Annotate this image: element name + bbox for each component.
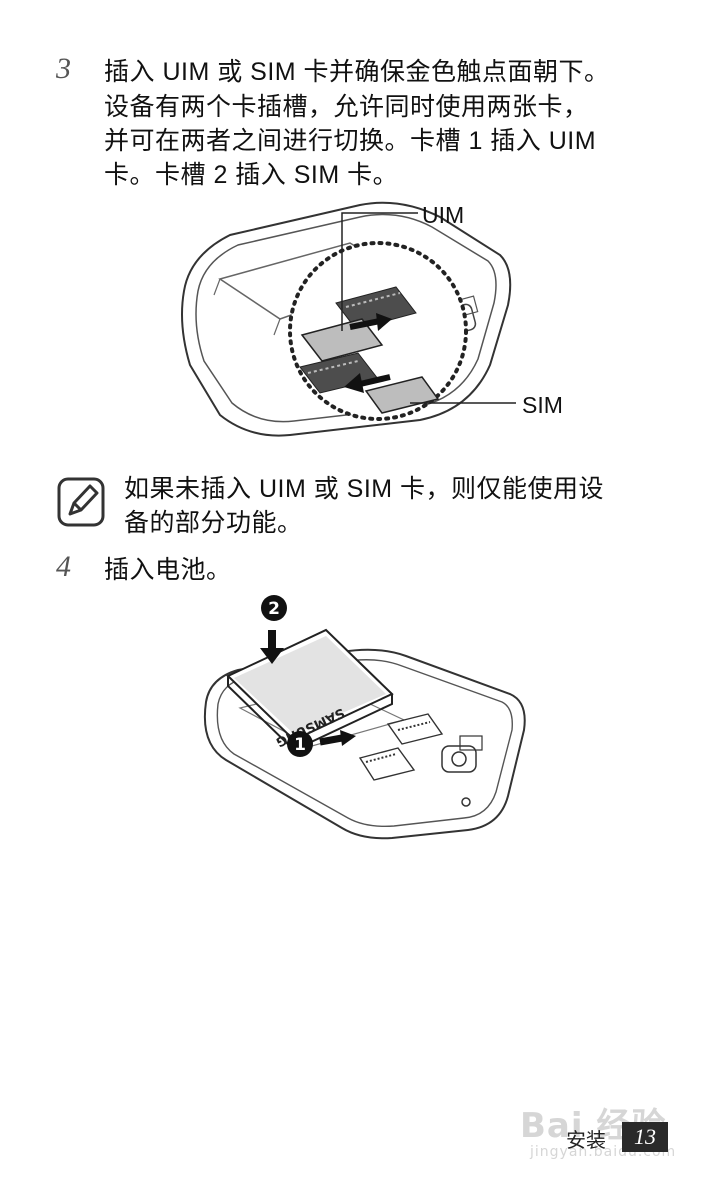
battery-insertion-illustration: SAMSUNG 2 1 — [203, 595, 526, 840]
slide-in-arrow — [319, 734, 343, 746]
step-4-title: 插入电池。 — [104, 556, 232, 584]
uim-callout-label: UIM — [422, 202, 465, 228]
sim-slot-illustration — [181, 201, 516, 437]
sim-card — [364, 376, 440, 414]
camera-module — [441, 745, 477, 773]
footer-section-label: 安装 — [566, 1128, 606, 1152]
step-4-number: 4 — [56, 550, 71, 583]
note-text: 如果未插入 UIM 或 SIM 卡，则仅能使用设 备的部分功能。 — [124, 475, 605, 537]
footer-page-number: 13 — [622, 1122, 668, 1152]
marker-1-label: 1 — [294, 735, 306, 755]
step-3-number: 3 — [56, 52, 71, 85]
sim-slot — [358, 747, 416, 781]
sim-callout-label: SIM — [522, 392, 563, 418]
uim-insert-arrow — [349, 318, 381, 330]
speaker-hole — [461, 797, 471, 807]
pencil-note-icon — [57, 477, 105, 527]
phone-back-outline — [181, 201, 512, 437]
phone-inner-outline — [195, 213, 497, 423]
uim-callout-line — [341, 212, 418, 331]
marker-2-label: 2 — [268, 599, 280, 619]
step-3-body: 设备有两个卡插槽，允许同时使用两张卡， 并可在两者之间进行切换。卡槽 1 插入 … — [104, 93, 597, 189]
marker-2 — [261, 595, 287, 621]
camera-lens — [451, 751, 467, 767]
marker-1 — [287, 731, 313, 757]
uim-slot — [335, 286, 417, 330]
step-3-title: 插入 UIM 或 SIM 卡并确保金色触点面朝下。 — [104, 58, 610, 86]
uim-slot — [386, 713, 444, 745]
